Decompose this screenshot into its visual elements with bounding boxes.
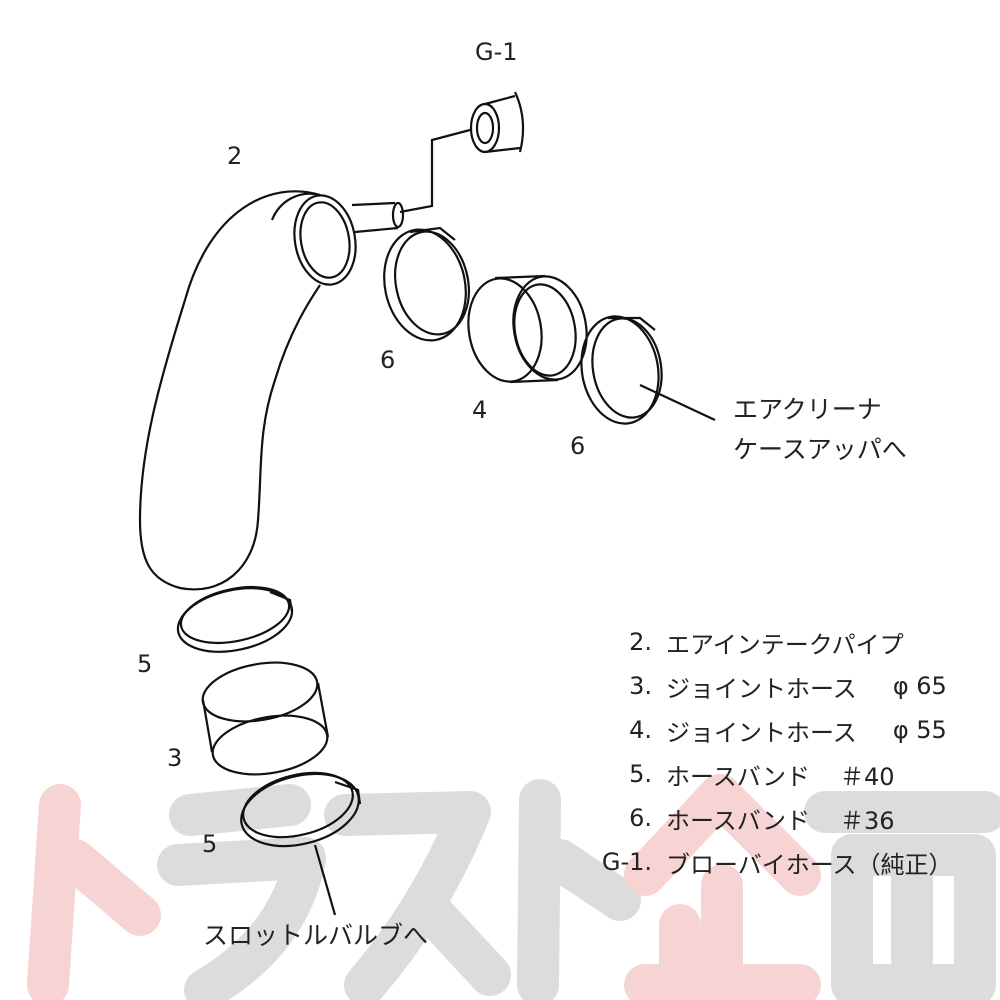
- blowby-hose-g1: [469, 91, 525, 154]
- label-5-bottom: 5: [202, 830, 218, 858]
- throttle-leader-line: [313, 844, 337, 916]
- legend-spec: ＃40: [840, 762, 895, 791]
- label-6-right: 6: [570, 432, 586, 460]
- callout-air-cleaner-2: ケースアッパへ: [733, 435, 907, 464]
- legend-row: 5. ホースバンド ＃40: [580, 752, 953, 796]
- hose-clamp-6-left: [383, 226, 470, 342]
- label-5-top: 5: [137, 650, 153, 678]
- intake-pipe: [138, 190, 405, 591]
- legend-spec: φ 65: [892, 672, 947, 700]
- legend-num: 5.: [629, 760, 652, 788]
- legend-name: ジョイントホース: [666, 674, 857, 703]
- callout-throttle: スロットルバルブへ: [203, 921, 429, 950]
- legend-name: ジョイントホース: [666, 718, 857, 747]
- blowby-connector-line: [399, 128, 471, 214]
- legend-num: 2.: [629, 628, 652, 656]
- hose-clamp-5-top: [176, 586, 294, 653]
- legend-num: 4.: [629, 716, 652, 744]
- legend-num: G-1.: [601, 848, 652, 876]
- watermark-stroke-su: [324, 791, 511, 1000]
- watermark-stroke-ki-red: [624, 774, 821, 1000]
- legend-name: ホースバンド: [666, 806, 810, 835]
- legend-num: 3.: [629, 672, 652, 700]
- air-cleaner-leader-line: [639, 384, 716, 421]
- label-4: 4: [472, 396, 488, 424]
- watermark-stroke-ga: [804, 791, 1000, 1000]
- watermark-stroke-to-gray: [517, 779, 641, 1000]
- legend-row: 3. ジョイントホース φ 65: [580, 664, 953, 708]
- joint-hose-4: [467, 274, 588, 384]
- legend-num: 6.: [629, 804, 652, 832]
- label-g1: G-1: [475, 38, 518, 66]
- label-3: 3: [167, 744, 183, 772]
- legend-name: ブローバイホース（純正）: [666, 850, 953, 879]
- watermark-stroke-ra: [157, 784, 326, 1000]
- parts-legend: 2. エアインテークパイプ 3. ジョイントホース φ 65 4. ジョイントホース φ …: [580, 620, 953, 884]
- legend-spec: ＃36: [840, 806, 895, 835]
- hose-clamp-6-right: [580, 315, 663, 425]
- legend-name: ホースバンド: [666, 762, 810, 791]
- legend-row: G-1. ブローバイホース（純正）: [580, 840, 953, 884]
- label-6-left: 6: [380, 346, 396, 374]
- joint-hose-3: [201, 661, 330, 776]
- label-2: 2: [227, 142, 243, 170]
- legend-name: エアインテークパイプ: [666, 630, 904, 659]
- watermark-stroke-to-red: [27, 784, 161, 1000]
- callout-air-cleaner-1: エアクリーナ: [733, 395, 882, 424]
- legend-row: 2. エアインテークパイプ: [580, 620, 953, 664]
- legend-row: 4. ジョイントホース φ 55: [580, 708, 953, 752]
- legend-spec: φ 55: [892, 716, 947, 744]
- legend-row: 6. ホースバンド ＃36: [580, 796, 953, 840]
- hose-clamp-5-bottom: [240, 771, 362, 848]
